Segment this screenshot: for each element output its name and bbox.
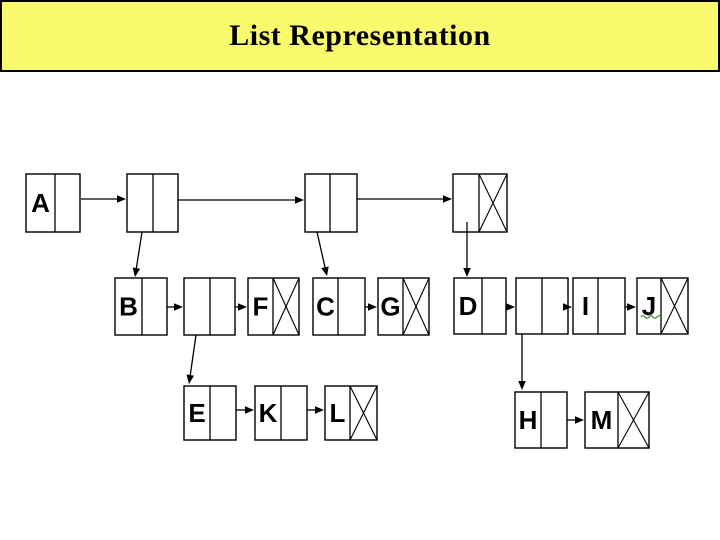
node-box (452, 173, 508, 233)
node-label-F: F (253, 292, 269, 322)
node-label-C: C (316, 292, 335, 322)
arrow-dmid-I (563, 303, 572, 311)
arrow-A-t2 (81, 195, 126, 203)
arrow-head (321, 266, 329, 276)
arrow-head (368, 303, 377, 311)
null-cross (617, 391, 650, 449)
arrow-head (443, 195, 452, 203)
arrow-K-L (307, 406, 324, 414)
slide-title: List Representation (229, 19, 491, 52)
arrow-H-M (567, 416, 584, 424)
arrow-C-G (365, 303, 377, 311)
arrow-head (186, 374, 195, 384)
node-B: B (114, 277, 168, 336)
arrow-dmid-H (518, 334, 526, 390)
node-box (114, 277, 168, 336)
spellcheck-squiggle (640, 315, 662, 319)
arrow-shaft (135, 231, 143, 271)
arrow-head (132, 267, 141, 277)
arrow-t4-D (463, 222, 471, 277)
arrow-t3-t4 (357, 195, 452, 203)
node-box (636, 277, 689, 335)
node-label-H: H (519, 405, 538, 435)
node-label-G: G (380, 292, 400, 322)
node-H: H (514, 391, 568, 449)
arrow-head (238, 303, 247, 311)
node-D: D (453, 277, 507, 335)
arrow-bmid-E (186, 334, 197, 384)
arrow-bmid-F (235, 303, 247, 311)
arrow-shaft (189, 334, 197, 378)
arrow-E-K (236, 406, 254, 414)
node-box (584, 391, 650, 449)
node-label-K: K (259, 398, 278, 428)
node-I: I (572, 277, 626, 335)
node-E: E (183, 385, 237, 441)
node-t3 (304, 173, 358, 233)
null-cross (349, 385, 378, 441)
arrow-head (295, 196, 304, 204)
arrow-head (627, 303, 636, 311)
arrow-I-J (625, 303, 636, 311)
arrow-t3-C (316, 231, 329, 276)
arrow-head (518, 381, 526, 390)
null-cross (402, 277, 430, 336)
arrow-t2-t3 (178, 196, 304, 204)
node-box (324, 385, 378, 441)
node-label-B: B (119, 292, 138, 322)
node-K: K (254, 385, 308, 441)
node-t4 (452, 173, 508, 233)
arrow-head (575, 416, 584, 424)
null-cross (660, 277, 689, 335)
node-label-J: J (642, 291, 656, 321)
node-label-D: D (459, 291, 478, 321)
node-t2 (126, 173, 179, 233)
node-L: L (324, 385, 378, 441)
arrow-head (463, 268, 471, 277)
null-cross (272, 277, 300, 336)
node-box (572, 277, 626, 335)
node-label-L: L (330, 398, 346, 428)
node-M: M (584, 391, 650, 449)
node-F: F (247, 277, 300, 336)
arrow-head (245, 406, 254, 414)
node-dmid (515, 277, 569, 335)
node-label-M: M (591, 405, 613, 435)
arrow-D-dmid (506, 303, 515, 311)
node-box (25, 173, 81, 233)
node-J: J (636, 277, 689, 335)
arrow-head (506, 303, 515, 311)
node-A: A (25, 173, 81, 233)
node-label-E: E (188, 398, 205, 428)
node-box (304, 173, 358, 233)
node-C: C (312, 277, 366, 336)
title-bar: List Representation (0, 0, 720, 72)
node-G: G (377, 277, 430, 336)
null-cross (478, 173, 508, 233)
node-bmid (183, 277, 236, 336)
arrow-shaft (316, 231, 327, 270)
arrow-B-bmid (167, 303, 183, 311)
arrow-head (563, 303, 572, 311)
arrow-head (174, 303, 183, 311)
node-label-I: I (582, 291, 589, 321)
arrow-t2-B (132, 231, 143, 277)
arrow-head (117, 195, 126, 203)
node-box (312, 277, 366, 336)
node-label-A: A (31, 188, 50, 218)
arrow-head (315, 406, 324, 414)
